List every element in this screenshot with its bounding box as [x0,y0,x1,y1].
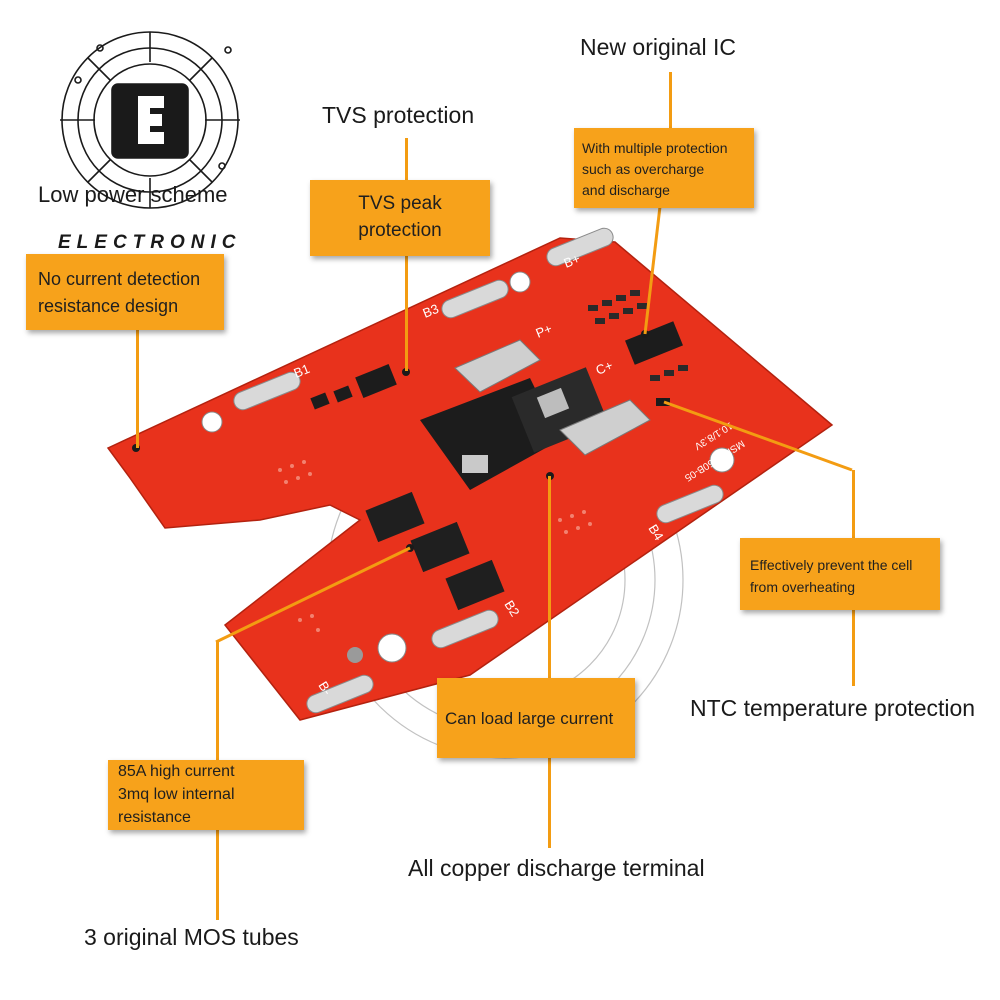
brand-wordmark: ELECTRONIC [58,232,242,253]
leader-new-ic [669,72,672,130]
label-b-plus: B+ [562,251,583,271]
chip-e-icon [60,31,240,209]
leader-mos-upper [216,642,219,760]
callout-text: and discharge [582,182,670,198]
label-b1: B1 [292,361,312,381]
leader-current-detection [136,328,139,448]
callout-current-detection: No current detection resistance design [26,254,224,330]
callout-multi-protection: With multiple protection such as overcha… [574,128,754,208]
heading-ntc: NTC temperature protection [690,695,976,721]
label-b4: B4 [645,522,666,543]
callout-text: Can load large current [445,709,614,728]
label-b2: B2 [501,598,522,619]
leader-copper [548,758,551,848]
leader-ntc-upper [852,470,855,538]
callout-overheating: Effectively prevent the cell from overhe… [740,538,940,610]
callout-text: TVS peak [358,193,442,214]
callout-text: such as overcharge [582,161,705,177]
callout-text: resistance [118,809,191,826]
leader-tvs-lower [405,255,408,371]
callout-text: Effectively prevent the cell [750,557,913,573]
callout-text: 3mq low internal [118,786,235,803]
callout-text: from overheating [750,579,856,595]
heading-copper: All copper discharge terminal [408,855,705,881]
leader-large-current [548,476,551,678]
callout-high-current: 85A high current 3mq low internal resist… [108,760,304,830]
callout-text: With multiple protection [582,140,728,156]
callout-tvs-peak: TVS peak protection [310,180,490,256]
callout-text: protection [358,220,442,241]
callout-large-current: Can load large current [437,678,635,758]
callout-text: No current detection [38,269,201,289]
label-b3: B3 [421,301,441,321]
leader-ntc-lower [852,608,855,686]
heading-tvs: TVS protection [322,102,475,128]
tagline: Low power scheme [38,182,228,207]
callout-text: 85A high current [118,763,235,780]
leader-tvs [405,138,408,180]
label-c-plus: C+ [594,358,615,378]
heading-new-ic: New original IC [580,34,736,60]
heading-mos: 3 original MOS tubes [84,924,299,950]
leader-mos-lower [216,830,219,920]
callout-text: resistance design [38,296,179,316]
label-p-plus: P+ [534,321,555,341]
